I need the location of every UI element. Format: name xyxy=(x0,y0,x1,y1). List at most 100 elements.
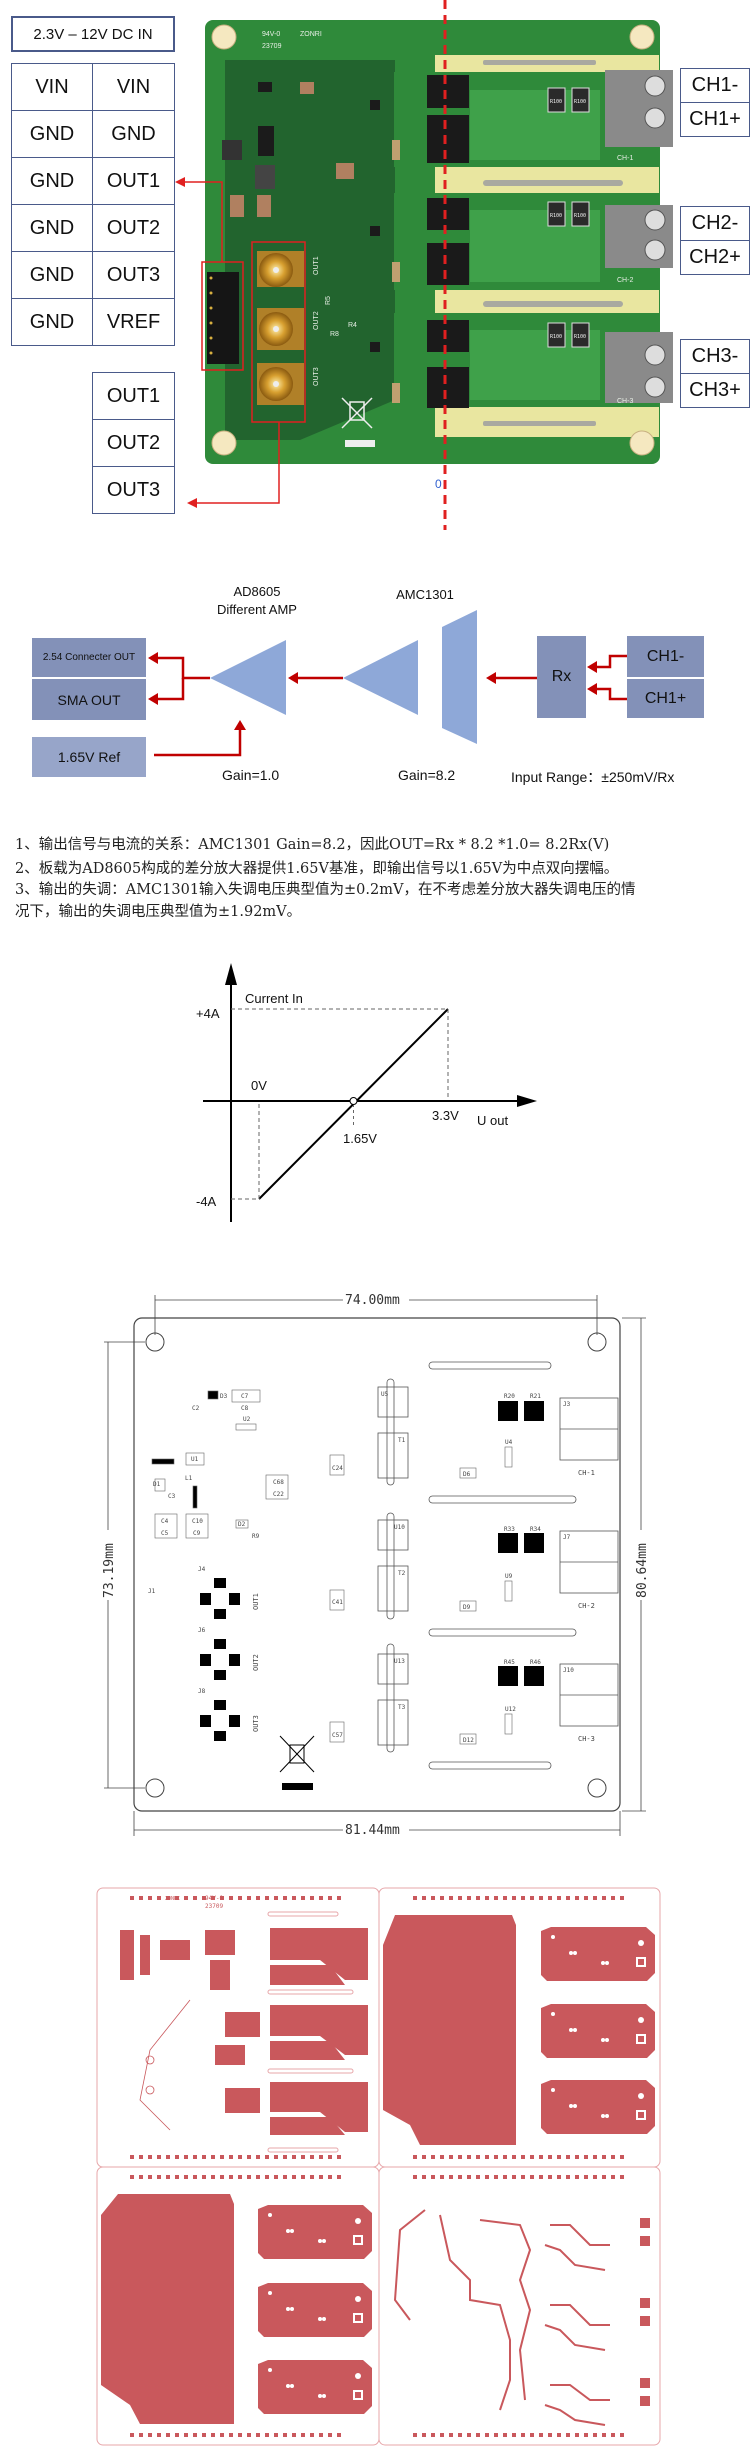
silkscreen-label: OUT2 xyxy=(313,311,320,330)
shunt-ref: R33 xyxy=(504,1526,515,1533)
silkscreen-label: R5 xyxy=(325,296,332,305)
silkscreen-logo: ZONRI xyxy=(300,31,322,38)
terminal-label: CH-1 xyxy=(578,1469,595,1477)
isolation-barrier-trapezoid xyxy=(442,610,477,744)
power-input-label: 2.3V – 12V DC IN xyxy=(11,16,175,52)
pin-cell: GND xyxy=(11,204,93,252)
isolator-footprints xyxy=(377,1386,409,1746)
shunt-ref: R20 xyxy=(504,1393,515,1400)
pin-cell: OUT2 xyxy=(92,204,175,252)
amp-ref: U9 xyxy=(505,1573,513,1580)
slots xyxy=(386,1361,577,1770)
component-ref: L1 xyxy=(185,1475,193,1482)
note-line: 况下，输出的失调电压典型值为±1.92mV。 xyxy=(15,904,302,920)
pin-cell: GND xyxy=(11,251,93,299)
reference-block: 1.65V Ref xyxy=(32,737,146,777)
layer-panel-inner2 xyxy=(96,2166,380,2446)
x-tick-label: 3.3V xyxy=(432,1108,459,1123)
terminal-label: CH-3 xyxy=(578,1735,595,1743)
note-line: 3、输出的失调：AMC1301输入失调电压典型值为±0.2mV，在不考虑差分放大… xyxy=(15,882,636,898)
pin-cell: VIN xyxy=(92,63,175,111)
isolator-ref: U10 xyxy=(394,1524,405,1531)
component-ref: C68 xyxy=(273,1479,284,1486)
channel-label: CH3- xyxy=(680,339,750,374)
x-tick-label: 1.65V xyxy=(343,1131,377,1146)
diff-amp-triangle xyxy=(210,640,286,715)
sma-output-cell: OUT2 xyxy=(92,419,175,467)
pin-cell: GND xyxy=(92,110,175,158)
component-ref: D3 xyxy=(220,1393,228,1400)
component-ref: C9 xyxy=(193,1530,201,1537)
component-ref: C2 xyxy=(192,1405,200,1412)
weee-icon xyxy=(279,1735,315,1773)
component-ref: C24 xyxy=(332,1465,343,1472)
amp-gain: Gain=1.0 xyxy=(222,767,280,783)
channel-label: CH2- xyxy=(680,206,750,241)
sma-out-block: SMA OUT xyxy=(32,679,146,720)
transformer-ref: T2 xyxy=(398,1570,406,1577)
led-ref: D6 xyxy=(463,1471,471,1478)
component-ref: C3 xyxy=(168,1493,176,1500)
shunt-ref: R46 xyxy=(530,1659,541,1666)
dimension-drawing: 74.00mm 81.44mm 73.19mm 80.64mm xyxy=(100,1292,650,1838)
pin-cell: VREF xyxy=(92,298,175,346)
component-ref: D2 xyxy=(238,1521,246,1528)
shunt-marking: R100 xyxy=(574,213,586,219)
shunt-ref: R34 xyxy=(530,1526,541,1533)
shunt-ref: R45 xyxy=(504,1659,515,1666)
amp-ref: U4 xyxy=(505,1439,513,1446)
board-outline xyxy=(133,1317,621,1812)
midpoint-marker xyxy=(349,1097,358,1105)
connector-ref: J6 xyxy=(198,1627,206,1634)
x-axis-arrow xyxy=(517,1095,537,1107)
note-line: 1、输出信号与电流的关系：AMC1301 Gain=8.2，因此OUT=Rx *… xyxy=(15,837,610,853)
component-ref: U2 xyxy=(243,1416,251,1423)
terminal-footprints xyxy=(559,1397,619,1727)
component-ref: R9 xyxy=(252,1533,260,1540)
isolator-title: AMC1301 xyxy=(396,587,454,602)
sma-output-cell: OUT3 xyxy=(92,466,175,514)
component-ref: C10 xyxy=(192,1518,203,1525)
silkscreen-label: CH-3 xyxy=(617,398,633,405)
y-tick-label: +4A xyxy=(196,1006,220,1021)
layer-panel-top: ZONRI 94V-0 23709 xyxy=(96,1887,380,2168)
isolator-gain: Gain=8.2 xyxy=(398,767,456,783)
connector-label: OUT3 xyxy=(252,1715,260,1732)
sma-pointer-arrow xyxy=(194,422,280,504)
header-ref: J1 xyxy=(148,1588,156,1595)
shunt-marking: R100 xyxy=(550,99,562,105)
channel-label: CH1- xyxy=(680,68,750,103)
pin-cell: VIN xyxy=(11,63,93,111)
sma-output-cell: OUT1 xyxy=(92,372,175,420)
dimension-hole-height: 73.19mm xyxy=(102,1543,117,1598)
isolator-amp-triangle xyxy=(343,640,418,715)
led-ref: D9 xyxy=(463,1604,471,1611)
pcb-layer-views: ZONRI 94V-0 23709 xyxy=(96,1887,661,2446)
input-range: Input Range：±250mV/Rx xyxy=(511,769,675,785)
y-axis-arrow xyxy=(225,963,237,985)
terminal-blocks xyxy=(605,70,673,403)
layer-logo: ZONRI xyxy=(165,1896,180,1902)
misc-footprints xyxy=(151,1389,513,1745)
amp-subtitle: Different AMP xyxy=(217,602,297,617)
connector-ref: J4 xyxy=(198,1566,206,1573)
layer-panel-bottom xyxy=(378,2166,661,2446)
channel-label: CH3+ xyxy=(680,373,750,408)
terminal-ref: J7 xyxy=(563,1534,571,1541)
component-ref: C22 xyxy=(273,1491,284,1498)
note-line: 2、板载为AD8605构成的差分放大器提供1.65V基准，即输出信号以1.65V… xyxy=(15,861,619,877)
transformer-ref: T3 xyxy=(398,1704,406,1711)
pin-cell: GND xyxy=(11,298,93,346)
mounting-holes xyxy=(211,24,655,456)
terminal-ref: J3 xyxy=(563,1401,571,1408)
shunt-resistors xyxy=(547,87,590,348)
pin-header xyxy=(207,272,239,364)
board-photo: R100 R100 R100 R100 R100 R100 ZONRI 94V-… xyxy=(175,0,673,530)
signal-arrow xyxy=(595,687,627,701)
signal-arrow xyxy=(156,656,210,680)
reference-arrow xyxy=(154,728,242,757)
layer-mark: 94V-0 xyxy=(205,1895,223,1902)
shunt-pads xyxy=(498,1401,544,1686)
amp-title: AD8605 xyxy=(233,584,281,599)
out1-pointer-arrow xyxy=(182,181,223,262)
